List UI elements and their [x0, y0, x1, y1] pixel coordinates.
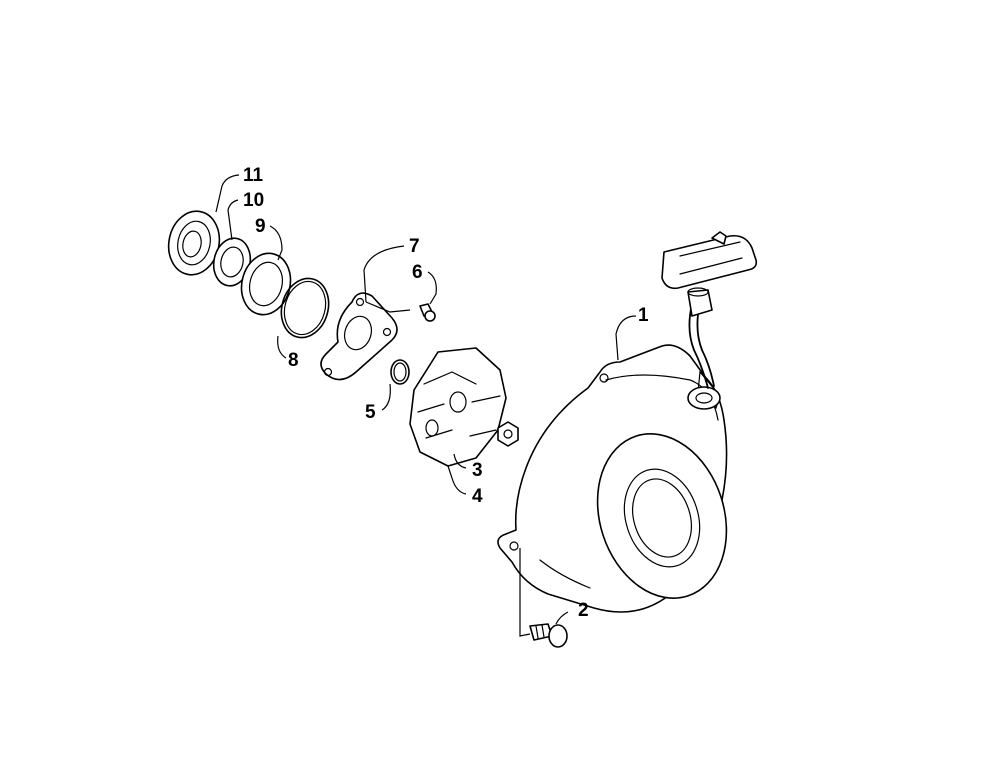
part-3-nut: [497, 421, 519, 447]
part-8-o-ring: [280, 277, 330, 339]
part-6-screw: [419, 303, 436, 322]
callout-2: 2: [578, 600, 589, 621]
callout-8: 8: [288, 350, 299, 371]
callout-10: 10: [243, 190, 264, 211]
callout-7: 7: [409, 236, 420, 257]
part-5-small-ring: [390, 359, 410, 385]
callout-1: 1: [638, 305, 649, 326]
part-9-race: [240, 252, 292, 316]
callout-11: 11: [243, 165, 264, 186]
starter-rope: [688, 301, 715, 389]
callout-3: 3: [472, 460, 483, 481]
callout-5: 5: [365, 402, 376, 423]
callout-9: 9: [255, 216, 266, 237]
part-2-bolt: [529, 623, 568, 648]
callout-6: 6: [412, 262, 423, 283]
leader-lines: [215, 174, 637, 637]
part-7-plate: [320, 292, 398, 381]
callout-4: 4: [472, 486, 483, 507]
part-4-ratchet: [409, 347, 507, 467]
part-1-starter-housing: [497, 344, 728, 613]
starter-handle: [661, 231, 758, 317]
